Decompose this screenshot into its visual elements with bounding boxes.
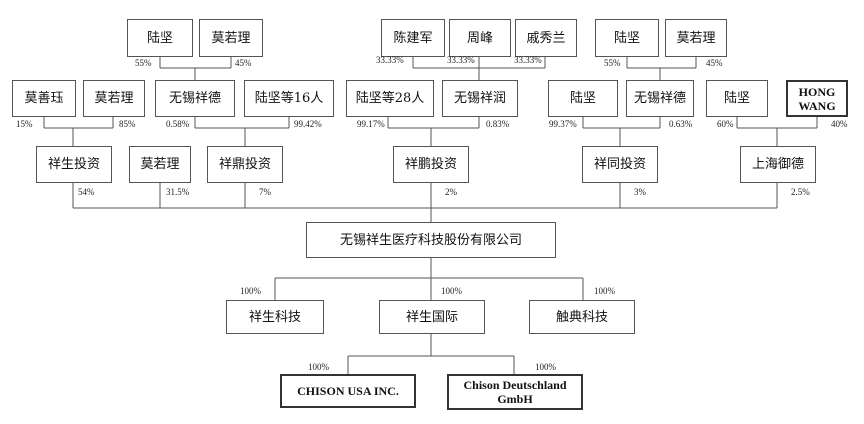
percentage-label: 60% [717,119,734,129]
percentage-label: 15% [16,119,33,129]
percentage-label: 33.33% [376,55,404,65]
percentage-label: 0.83% [486,119,510,129]
shareholder-box-chenjianjun: 陈建军 [381,19,445,57]
shareholder-box-lujian-28: 陆坚等28人 [346,80,434,117]
box-label: 祥鹏投资 [404,157,457,172]
shareholder-box-qixiulan: 戚秀兰 [515,19,577,57]
percentage-label: 100% [441,286,462,296]
box-label: 莫善珏 [24,91,64,106]
percentage-label: 2% [445,187,457,197]
percentage-label: 99.17% [357,119,385,129]
percentage-label: 40% [831,119,848,129]
box-label: 陆坚 [146,30,173,46]
percentage-label: 100% [308,362,329,372]
box-label: 无锡祥润 [453,91,506,106]
percentage-label: 2.5% [791,187,810,197]
percentage-label: 7% [259,187,271,197]
box-label: 莫若理 [676,30,716,46]
box-label: 祥生国际 [405,309,458,325]
box-label: 上海御德 [751,157,804,172]
percentage-label: 0.63% [669,119,693,129]
percentage-label: 45% [706,58,723,68]
box-label: CHISON USA INC. [297,383,399,398]
box-label: 祥鼎投资 [218,157,271,172]
percentage-label: 55% [135,58,152,68]
box-label: 无锡祥德 [633,91,686,106]
box-label: 祥生科技 [248,309,301,325]
percentage-label: 31.5% [166,187,190,197]
shareholder-box-zhoufeng: 周峰 [449,19,511,57]
company-box-wuxi-xiangsheng-medical: 无锡祥生医疗科技股份有限公司 [306,222,556,258]
shareholder-box-moruoli: 莫若理 [83,80,145,117]
box-label: 陈建军 [393,30,433,46]
subsidiary-box-xiangsheng-tech: 祥生科技 [226,300,324,334]
percentage-label: 33.33% [514,55,542,65]
box-label: 莫若理 [140,157,180,172]
box-label-line: GmbH [497,392,533,406]
box-label: 莫若理 [94,91,134,106]
shareholder-box-lujian: 陆坚 [706,80,768,117]
box-label-line: Chison Deutschland [463,378,567,392]
shareholder-box-moruoli: 莫若理 [665,19,727,57]
holding-box-xiangpeng-invest: 祥鹏投资 [393,146,469,183]
shareholder-box-moruoli: 莫若理 [199,19,263,57]
box-label: 触典科技 [555,309,608,325]
box-label: 陆坚 [613,30,640,46]
shareholder-box-hong-wang: HONG WANG [786,80,848,117]
percentage-label: 99.37% [549,119,577,129]
box-label: 无锡祥德 [168,91,221,106]
percentage-label: 45% [235,58,252,68]
box-label: Chison Deutschland GmbH [463,378,566,406]
box-label-line: HONG [798,84,836,99]
box-label: 陆坚 [569,91,596,106]
holding-box-shanghai-yude: 上海御德 [740,146,816,183]
box-label: 陆坚 [723,91,750,106]
percentage-label: 100% [594,286,615,296]
subsidiary-box-chudian-tech: 触典科技 [529,300,635,334]
box-label: HONG WANG [798,85,835,113]
box-label: 周峰 [466,30,493,46]
percentage-label: 3% [634,187,646,197]
holding-box-xiangtong-invest: 祥同投资 [582,146,658,183]
shareholder-box-lujian-16: 陆坚等16人 [244,80,334,117]
shareholder-box-wuxi-xiangrun: 无锡祥润 [442,80,518,117]
holding-box-xiangding-invest: 祥鼎投资 [207,146,283,183]
percentage-label: 85% [119,119,136,129]
holding-box-xiangsheng-invest: 祥生投资 [36,146,112,183]
shareholder-box-lujian: 陆坚 [548,80,618,117]
percentage-label: 0.58% [166,119,190,129]
shareholder-box-lujian: 陆坚 [127,19,193,57]
box-label-line: WANG [798,98,836,113]
box-label: 祥生投资 [47,157,100,172]
box-label: 祥同投资 [593,157,646,172]
subsidiary-box-chison-usa: CHISON USA INC. [280,374,416,408]
percentage-label: 54% [78,187,95,197]
percentage-label: 99.42% [294,119,322,129]
percentage-label: 33.33% [447,55,475,65]
holding-box-moruoli: 莫若理 [129,146,191,183]
subsidiary-box-xiangsheng-intl: 祥生国际 [379,300,485,334]
subsidiary-box-chison-deutschland: Chison Deutschland GmbH [447,374,583,410]
box-label: 无锡祥生医疗科技股份有限公司 [339,232,522,248]
shareholder-box-lujian: 陆坚 [595,19,659,57]
box-label: 戚秀兰 [526,30,566,46]
shareholder-box-moshanyu: 莫善珏 [12,80,76,117]
box-label: 陆坚等28人 [355,91,425,106]
percentage-label: 100% [535,362,556,372]
shareholder-box-wuxi-xiangde: 无锡祥德 [626,80,694,117]
shareholder-box-wuxi-xiangde: 无锡祥德 [155,80,235,117]
percentage-label: 55% [604,58,621,68]
box-label: 莫若理 [211,30,251,46]
box-label: 陆坚等16人 [254,91,324,106]
percentage-label: 100% [240,286,261,296]
